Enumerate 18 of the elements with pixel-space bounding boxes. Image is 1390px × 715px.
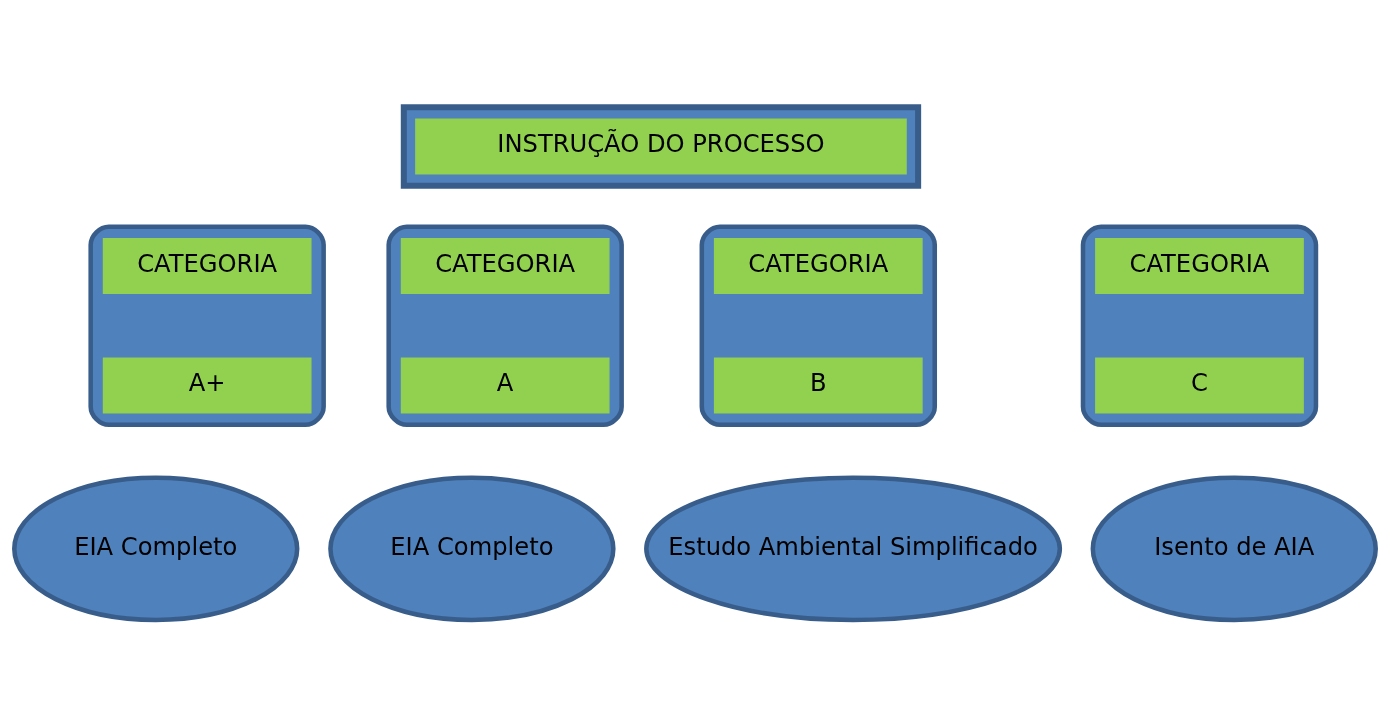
node-box: B (713, 357, 923, 414)
node-box: CATEGORIA (713, 238, 923, 294)
node-box: CATEGORIA (1095, 238, 1304, 294)
node-ellipse: Isento de AIA (1090, 475, 1378, 623)
node-box: INSTRUÇÃO DO PROCESSO (415, 118, 907, 175)
cluster (386, 224, 624, 428)
cluster (1080, 224, 1319, 428)
node-box: A+ (102, 357, 312, 414)
node-ellipse: EIA Completo (328, 475, 616, 623)
cluster (699, 224, 938, 428)
cluster (400, 104, 922, 189)
node-box: A (400, 357, 610, 414)
node-box: CATEGORIA (400, 238, 610, 294)
node-ellipse: EIA Completo (12, 475, 300, 623)
node-box: CATEGORIA (102, 238, 312, 294)
node-box: C (1095, 357, 1304, 414)
cluster (88, 224, 326, 428)
node-ellipse: Estudo Ambiental Simplificado (644, 475, 1063, 623)
